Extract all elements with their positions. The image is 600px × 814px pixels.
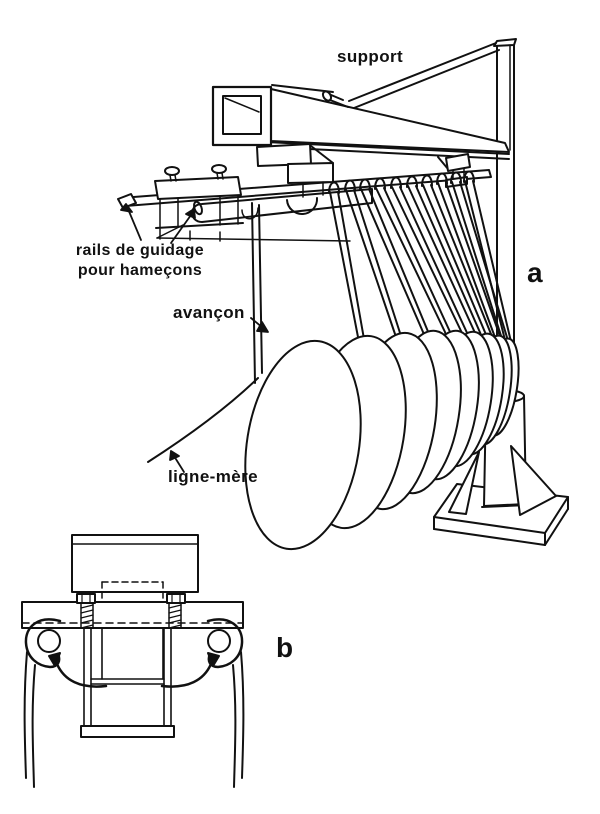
arrow-rails-left (120, 203, 142, 241)
brace-upper-edge (348, 42, 497, 102)
cross-section-view-b (21, 534, 245, 788)
ligne-mere-curve (147, 377, 259, 463)
channel-roller (286, 197, 319, 216)
section-hook-right (160, 618, 245, 788)
arrow-avancon (250, 317, 269, 333)
label-rails-line2: pour hameçons (77, 262, 203, 279)
avancon-line (258, 204, 263, 374)
cantilever-beam (211, 42, 510, 160)
label-support: support (337, 47, 404, 66)
base-gusset (448, 451, 480, 515)
annotation-arrows (120, 203, 269, 473)
label-view-a: a (527, 257, 543, 288)
label-rails-line1: rails de guidage (75, 242, 205, 259)
arrow-rails-right (170, 208, 196, 244)
section-hook-left (23, 618, 108, 788)
hook-barb-arrow (48, 652, 61, 667)
rail-cross-section (21, 601, 244, 629)
base-gusset (510, 445, 557, 516)
label-view-b: b (276, 632, 294, 663)
line-coils (244, 329, 520, 551)
bolt-right (166, 593, 186, 629)
bolt-left (76, 593, 96, 629)
hook-carriage (154, 176, 242, 200)
channel-notch (241, 207, 259, 220)
label-ligne-mere: ligne-mère (168, 467, 258, 486)
left-hanger-bracket (256, 143, 334, 198)
arrow-ligne-mere (169, 450, 185, 473)
lower-frame (80, 627, 175, 738)
brace-lower-edge (353, 49, 500, 109)
hook-barb-arrow (207, 652, 220, 667)
label-rails-de-guidage: rails de guidage pour hameçons (50, 241, 230, 281)
rail-end-cap (117, 193, 137, 209)
avancon-line (251, 202, 256, 384)
support-post (493, 38, 517, 393)
label-avancon: avançon (173, 303, 245, 322)
